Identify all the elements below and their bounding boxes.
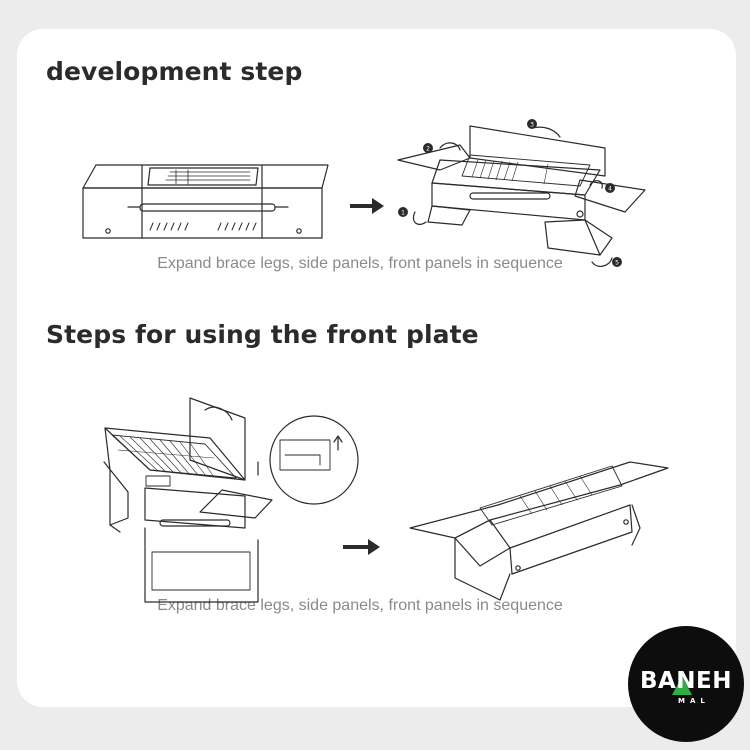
step-marker: 5: [615, 260, 619, 267]
expanded-grill-illustration: 1 2 3 4 5: [397, 119, 646, 267]
tent-logo-icon: [672, 676, 692, 695]
step-marker: 3: [530, 122, 534, 129]
step-marker: 1: [401, 210, 405, 217]
step-marker: 4: [608, 186, 612, 193]
instruction-card: [17, 29, 736, 707]
folded-grill-illustration: [82, 164, 329, 239]
section-heading-front-plate: Steps for using the front plate: [46, 320, 479, 349]
caption-development: Expand brace legs, side panels, front pa…: [157, 255, 563, 272]
front-plate-grill-illustration: [103, 397, 273, 603]
brand-name: BANEH: [639, 668, 733, 694]
step-marker: 2: [426, 146, 430, 153]
right-arrow-icon: [343, 539, 380, 555]
zoom-detail-inset: [269, 415, 359, 505]
section-heading-development: development step: [46, 57, 303, 86]
brand-logo-badge: BANEH MAL: [628, 626, 744, 742]
right-arrow-icon: [350, 198, 384, 214]
brand-subname: MAL: [678, 697, 710, 705]
expanded-front-plate-illustration: [409, 461, 669, 601]
